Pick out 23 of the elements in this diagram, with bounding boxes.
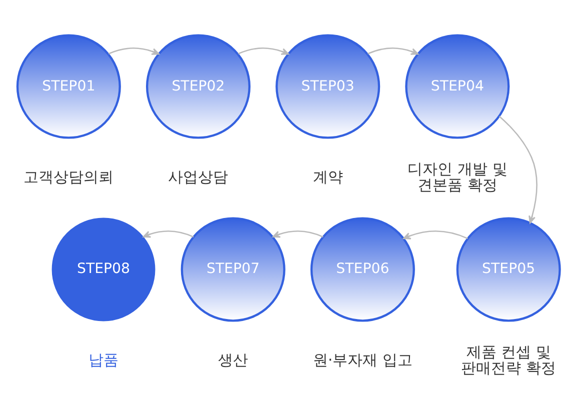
node-label: 고객상담의뢰 bbox=[24, 168, 114, 186]
node-label: 원·부자재 입고 bbox=[312, 350, 413, 369]
node-label: 납품 bbox=[88, 350, 119, 369]
node-circle: STEP05 bbox=[456, 217, 561, 322]
arrow bbox=[272, 230, 324, 238]
node-label: 계약 bbox=[312, 168, 343, 186]
node-circle: STEP02 bbox=[146, 34, 251, 139]
node-circle: STEP03 bbox=[276, 34, 380, 139]
node-circle: STEP01 bbox=[16, 34, 121, 139]
node-circle: STEP08 bbox=[52, 218, 156, 322]
arrow bbox=[368, 48, 419, 55]
arrow bbox=[403, 230, 468, 240]
node-label: 사업상담 bbox=[168, 168, 228, 186]
node-circle: STEP07 bbox=[180, 217, 286, 322]
arrow bbox=[108, 48, 160, 55]
node-label: 생산 bbox=[218, 350, 248, 369]
node-label: 제품 컨셉 및 판매전략 확정 bbox=[461, 342, 556, 378]
arrow bbox=[498, 116, 538, 224]
node-circle: STEP06 bbox=[310, 217, 415, 322]
arrow bbox=[238, 48, 289, 55]
node-label: 디자인 개발 및 견본품 확정 bbox=[408, 160, 508, 194]
arrow bbox=[142, 230, 194, 238]
node-circle: STEP04 bbox=[405, 34, 510, 139]
